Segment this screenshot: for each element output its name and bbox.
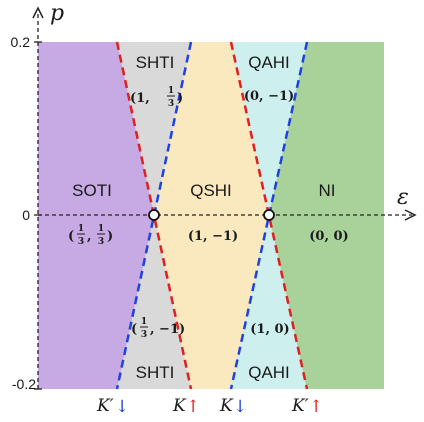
- svg-text:K′: K′: [291, 396, 309, 416]
- label-shti-top: SHTI: [136, 53, 175, 72]
- svg-text:, −1): , −1): [150, 322, 185, 337]
- svg-text:K: K: [172, 396, 187, 416]
- boundary-blue-left: [115, 41, 193, 390]
- y-axis-title: p: [50, 1, 64, 26]
- y-tick-label-zero: 0: [22, 207, 30, 223]
- svg-text:): ): [107, 229, 113, 244]
- invariant-qahi-top: (0, −1): [244, 89, 294, 104]
- boundary-red-left: [115, 41, 193, 390]
- svg-text:): ): [177, 91, 183, 106]
- marker-kprime-down: K′ ↓: [96, 396, 129, 417]
- invariant-ni: (0, 0): [309, 229, 348, 244]
- invariant-soti: ( 1 3 , 1 3 ): [68, 224, 113, 247]
- label-qshi: QSHI: [190, 181, 232, 200]
- invariant-qahi-bottom: (1, 0): [250, 322, 289, 337]
- svg-text:3: 3: [78, 237, 84, 247]
- svg-text:1: 1: [98, 224, 104, 234]
- marker-k-down: K ↓: [219, 396, 247, 417]
- boundary-red-right: [229, 41, 309, 390]
- crossing-point-right: [263, 209, 275, 221]
- region-qahi-top-fill: [231, 42, 307, 215]
- svg-text:(: (: [68, 229, 74, 244]
- y-tick-label-top: 0.2: [11, 34, 31, 50]
- svg-text:K: K: [219, 396, 234, 416]
- x-axis-arrowhead: [404, 209, 417, 221]
- invariant-qshi: (1, −1): [188, 229, 238, 244]
- y-axis-arrowhead: [32, 6, 44, 19]
- svg-text:K′: K′: [96, 396, 114, 416]
- region-qahi-bottom-fill: [231, 215, 307, 389]
- svg-text:,: ,: [87, 229, 92, 244]
- label-qahi-top: QAHI: [248, 53, 290, 72]
- marker-kprime-up: K′ ↑: [291, 396, 323, 417]
- region-shti-bottom-fill: [117, 215, 191, 389]
- invariant-shti-top: (1, 1 3 ): [130, 86, 183, 109]
- svg-text:1: 1: [78, 224, 84, 234]
- label-soti: SOTI: [72, 181, 112, 200]
- region-qshi-fill: [154, 42, 269, 389]
- label-qahi-bottom: QAHI: [248, 363, 290, 382]
- svg-text:3: 3: [168, 99, 174, 109]
- label-shti-bottom: SHTI: [136, 363, 175, 382]
- svg-text:(: (: [131, 322, 137, 337]
- svg-text:(1,: (1,: [130, 91, 150, 106]
- svg-text:3: 3: [141, 330, 147, 340]
- region-shti-top-fill: [117, 42, 191, 215]
- svg-text:↓: ↓: [115, 397, 129, 417]
- svg-text:↑: ↑: [186, 397, 200, 417]
- svg-text:1: 1: [168, 86, 174, 96]
- label-ni: NI: [319, 181, 336, 200]
- svg-text:1: 1: [141, 317, 147, 327]
- y-tick-label-bottom: -0.2: [12, 376, 36, 392]
- crossing-point-left: [148, 209, 160, 221]
- svg-text:↓: ↓: [233, 397, 247, 417]
- boundary-blue-right: [229, 41, 309, 390]
- marker-k-up: K ↑: [172, 396, 200, 417]
- svg-text:3: 3: [98, 237, 104, 247]
- x-axis-title: ε: [397, 185, 409, 210]
- invariant-shti-bottom: ( 1 3 , −1): [131, 317, 185, 340]
- svg-text:↑: ↑: [309, 397, 323, 417]
